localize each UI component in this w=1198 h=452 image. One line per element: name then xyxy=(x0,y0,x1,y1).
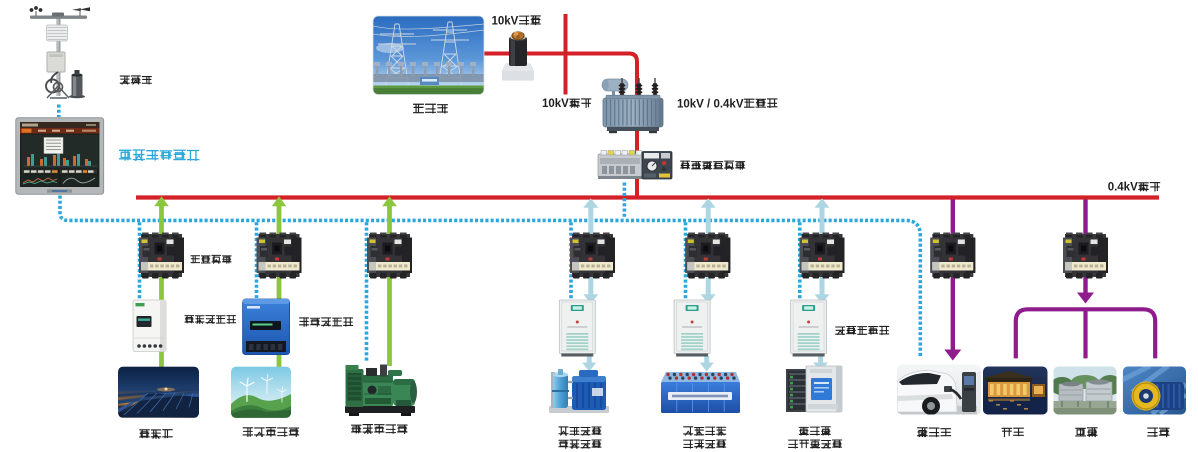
svg-text:10kV / 0.4kV: 10kV / 0.4kV xyxy=(677,98,744,110)
svg-text:10kV: 10kV xyxy=(492,15,519,27)
svg-text:10kV: 10kV xyxy=(542,98,569,110)
svg-text:0.4kV: 0.4kV xyxy=(1108,182,1138,194)
